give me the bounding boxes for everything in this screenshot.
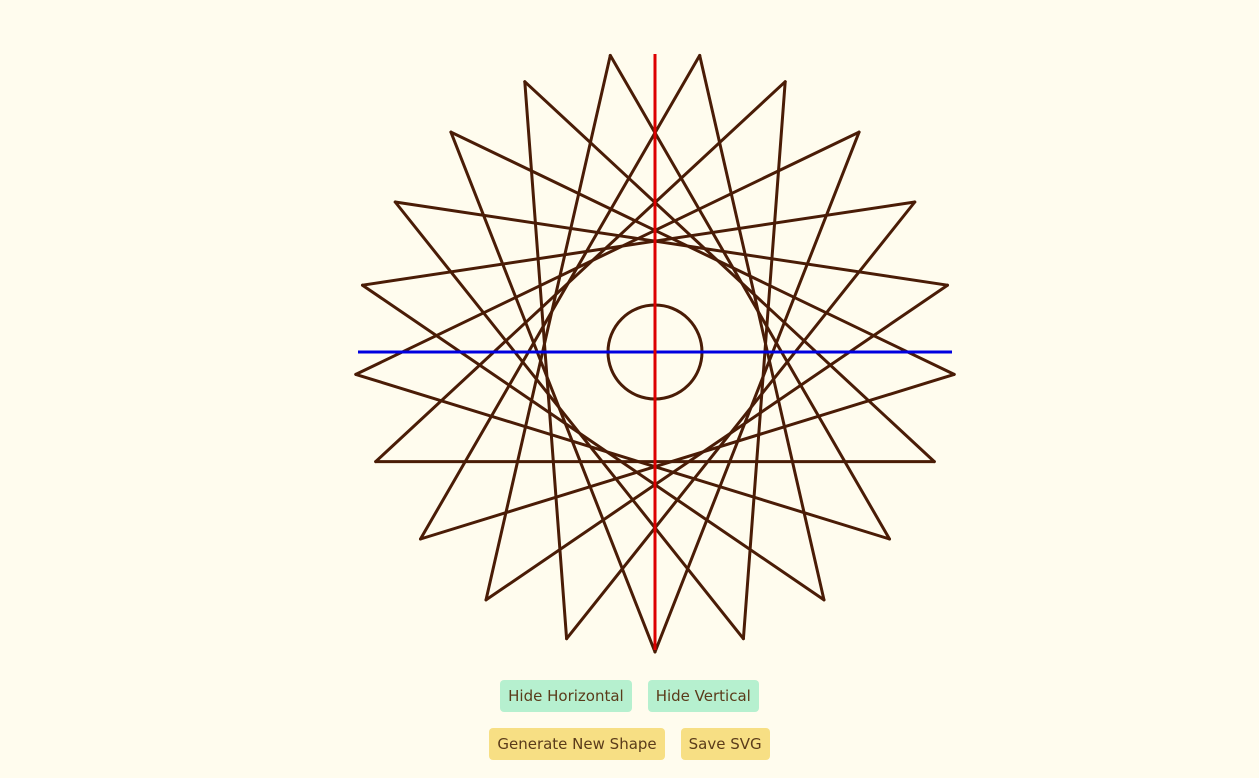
save-svg-button[interactable]: Save SVG: [680, 728, 770, 760]
star-edge: [419, 53, 702, 541]
star-shape: [354, 53, 956, 654]
toggle-button-row: Hide Horizontal Hide Vertical: [0, 680, 1259, 712]
star-edge: [484, 283, 949, 602]
star-edge: [523, 80, 936, 464]
star-edge: [653, 130, 861, 654]
star-edge: [449, 130, 657, 654]
star-edge: [608, 53, 891, 541]
star-edge: [393, 200, 745, 641]
star-edge: [523, 80, 569, 641]
star-edge: [354, 372, 891, 541]
star-edge: [361, 200, 917, 287]
hide-horizontal-button[interactable]: Hide Horizontal: [500, 680, 632, 712]
star-edge: [374, 80, 787, 464]
generate-new-shape-button[interactable]: Generate New Shape: [489, 728, 665, 760]
star-edge: [361, 283, 826, 602]
star-edge: [393, 200, 949, 287]
star-edge: [484, 53, 612, 602]
star-edge: [741, 80, 787, 641]
star-edge: [449, 130, 956, 376]
hide-vertical-button[interactable]: Hide Vertical: [647, 680, 759, 712]
star-edge: [419, 372, 956, 541]
star-edge: [698, 53, 826, 602]
action-button-row: Generate New Shape Save SVG: [0, 728, 1259, 760]
star-edge: [354, 130, 861, 376]
star-edge: [565, 200, 917, 641]
